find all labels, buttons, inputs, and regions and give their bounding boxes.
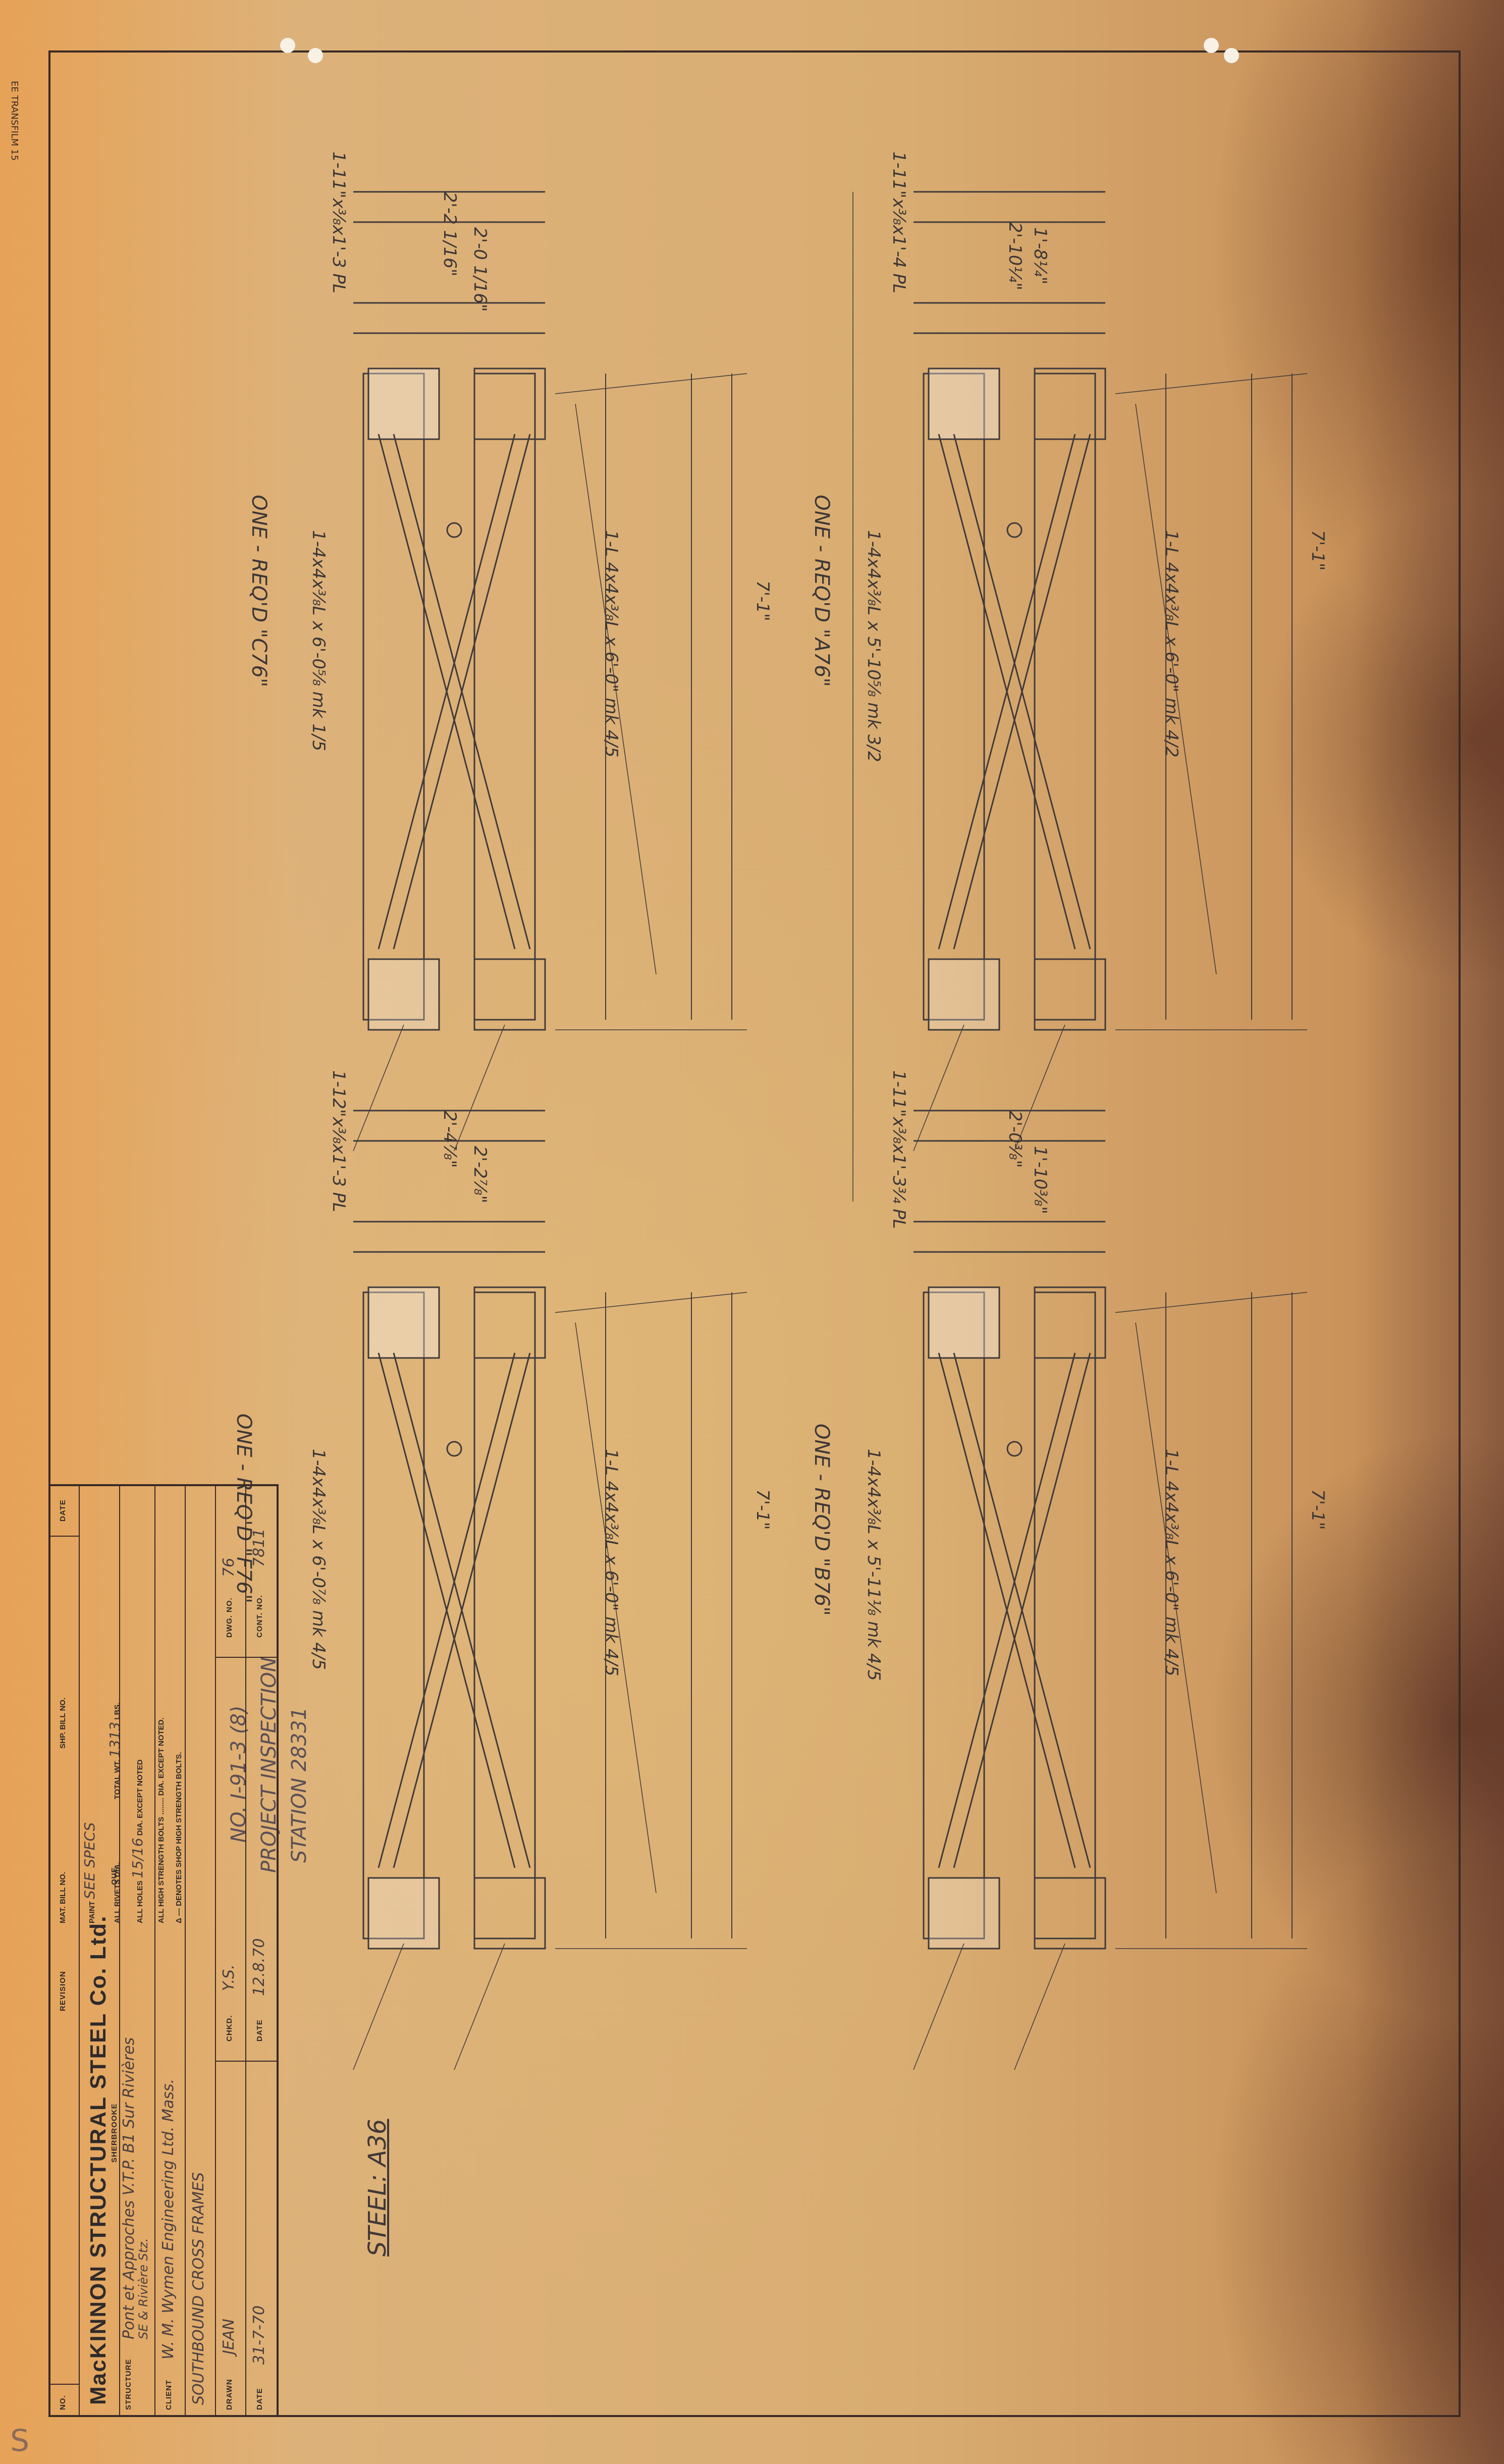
date-row: DATE 31-7-70 DATE 12.8.70 CONT. NO. 7811 bbox=[245, 1486, 276, 2415]
frame-f76-inner: 2'-2⅞" bbox=[470, 1146, 490, 1203]
steel-grade-note: STEEL: A36 bbox=[353, 2085, 414, 2257]
frame-a76-diag: 1-4x4x⅜L x 5'-10⅝ mk 3/2 bbox=[864, 530, 884, 762]
stamp-line-1: STATION 28331 bbox=[288, 1707, 311, 1863]
no-header: NO. bbox=[59, 2395, 67, 2410]
drawing-border bbox=[48, 50, 1461, 2417]
client-label: CLIENT bbox=[165, 2379, 173, 2410]
company-name: MacKINNON STRUCTURAL STEEL Co. Ltd. bbox=[86, 1915, 111, 2405]
dwg-no-label: DWG. NO. bbox=[225, 1597, 234, 1638]
frame-a76-plate: 1-11"x⅜x1'-4 PL bbox=[889, 151, 909, 293]
frame-a76 bbox=[852, 191, 1308, 1201]
drawn-row: DRAWN JEAN CHKD. Y.S. DWG. NO. 76 bbox=[215, 1486, 246, 2415]
frame-b76 bbox=[913, 1110, 1308, 2070]
frame-c76-inner: 2'-0 1/16" bbox=[470, 227, 490, 312]
frame-b76-inner: 1'-10⅜" bbox=[1030, 1146, 1050, 1214]
chkd-value: Y.S. bbox=[220, 1964, 238, 1991]
punch-hole bbox=[280, 38, 295, 53]
client-row: CLIENT W. M. Wymen Engineering Ltd. Mass… bbox=[154, 1486, 186, 2415]
frame-c76-diag: 1-4x4x⅜L x 6'-0⅝ mk 1/5 bbox=[308, 530, 329, 751]
date2-value: 12.8.70 bbox=[250, 1938, 268, 1996]
frame-b76-overall: 2'-0⅜" bbox=[1005, 1111, 1025, 1168]
frame-b76-label: ONE - REQ'D "B76" bbox=[810, 1424, 833, 1616]
frame-c76-overall: 2'-2 1/16" bbox=[440, 192, 460, 277]
frame-b76-height: 7'-1" bbox=[1308, 1489, 1328, 1530]
client-value: W. M. Wymen Engineering Ltd. Mass. bbox=[159, 2078, 177, 2360]
company-province: QUE. bbox=[110, 1864, 119, 1885]
maker-mark: EE TRANSFILM 15 bbox=[9, 81, 20, 161]
frame-f76-overall: 2'-4⅞" bbox=[440, 1111, 460, 1168]
drawn-label: DRAWN bbox=[225, 2379, 234, 2410]
divider bbox=[215, 2061, 277, 2062]
company-city: SHERBROOKE bbox=[110, 2103, 119, 2163]
punch-hole bbox=[1224, 48, 1239, 63]
frame-a76-top: 1-L 4x4x⅜L x 6'-0" mk 4/2 bbox=[1161, 530, 1181, 757]
frame-c76 bbox=[353, 191, 747, 1151]
frame-f76 bbox=[353, 1110, 747, 2070]
frame-c76-top: 1-L 4x4x⅜L x 6'-0" mk 4/5 bbox=[601, 530, 621, 757]
frame-f76-label: ONE - REQ'D "F76" bbox=[232, 1413, 255, 1603]
date-header: DATE bbox=[59, 1499, 67, 1522]
title-block: NO. REVISION DATE MacKINNON STRUCTURAL S… bbox=[48, 1484, 279, 2415]
punch-hole bbox=[308, 48, 323, 63]
frame-a76-label: ONE - REQ'D "A76" bbox=[810, 495, 833, 687]
structure-row: STRUCTURE Pont et Approches V.T.P. B1 Su… bbox=[119, 1486, 155, 2415]
contr-no-label: CONT. NO. bbox=[255, 1595, 264, 1638]
company-row: MacKINNON STRUCTURAL STEEL Co. Ltd. SHER… bbox=[79, 1486, 120, 2415]
corner-mark: S bbox=[10, 2423, 30, 2458]
date2-label: DATE bbox=[255, 2019, 264, 2041]
punch-hole bbox=[1204, 38, 1219, 53]
frame-a76-height: 7'-1" bbox=[1308, 530, 1328, 571]
frame-c76-plate: 1-11"x⅜x1'-3 PL bbox=[329, 151, 349, 293]
drawn-value: JEAN bbox=[220, 2319, 238, 2354]
part-row: SOUTHBOUND CROSS FRAMES bbox=[185, 1486, 216, 2415]
dwg-no-value: 76 bbox=[220, 1557, 238, 1577]
frame-b76-top: 1-L 4x4x⅜L x 6'-0" mk 4/5 bbox=[1161, 1449, 1181, 1676]
date-label: DATE bbox=[255, 2388, 264, 2410]
date-value: 31-7-70 bbox=[250, 2305, 268, 2365]
frame-a76-inner: 1'-8¼" bbox=[1030, 227, 1050, 284]
frame-f76-plate: 1-12"x⅜x1'-3 PL bbox=[329, 1070, 349, 1212]
frame-b76-plate: 1-11"x⅜x1'-3¾ PL bbox=[889, 1070, 909, 1229]
revision-header: REVISION bbox=[59, 1971, 67, 2011]
divider bbox=[215, 1657, 277, 1658]
chkd-label: CHKD. bbox=[225, 2015, 234, 2042]
steel-grade-text: STEEL: A36 bbox=[363, 2119, 392, 2257]
frame-f76-height: 7'-1" bbox=[753, 1489, 773, 1530]
frame-b76-diag: 1-4x4x⅜L x 5'-11⅛ mk 4/5 bbox=[864, 1449, 884, 1681]
structure-label: STRUCTURE bbox=[124, 2358, 133, 2410]
frame-a76-overall: 2'-10¼" bbox=[1005, 222, 1025, 290]
contr-no-value: 7811 bbox=[250, 1528, 268, 1567]
revision-row: NO. REVISION DATE bbox=[48, 1486, 80, 2415]
divider bbox=[48, 2384, 79, 2385]
frame-f76-top: 1-L 4x4x⅜L x 6'-0" mk 4/5 bbox=[601, 1449, 621, 1676]
divider bbox=[48, 1536, 79, 1537]
frame-c76-label: ONE - REQ'D "C76" bbox=[247, 495, 271, 687]
structure-value: Pont et Approches V.T.P. B1 Sur Rivières bbox=[120, 2037, 138, 2339]
frame-c76-height: 7'-1" bbox=[753, 581, 773, 621]
frame-f76-diag: 1-4x4x⅜L x 6'-0⅞ mk 4/5 bbox=[308, 1449, 329, 1670]
structure-value-2: SE & Rivière Stz. bbox=[136, 2238, 150, 2339]
part-value: SOUTHBOUND CROSS FRAMES bbox=[190, 2172, 207, 2405]
